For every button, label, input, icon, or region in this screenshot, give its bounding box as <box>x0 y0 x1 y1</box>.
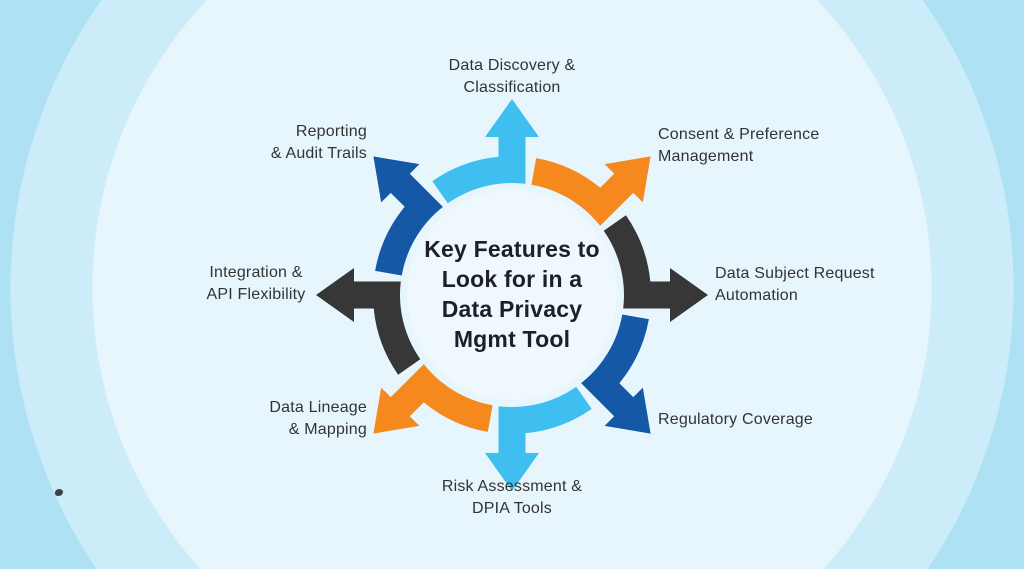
arrow-top-right <box>531 156 651 226</box>
feature-label-data-lineage: Data Lineage & Mapping <box>147 397 367 441</box>
feature-label-data-subject-request: Data Subject Request Automation <box>715 263 975 307</box>
feature-label-data-discovery: Data Discovery & Classification <box>362 55 662 99</box>
label-line: & Audit Trails <box>270 145 367 162</box>
label-line: Reporting <box>295 123 367 140</box>
title-line: Data Privacy <box>441 296 583 322</box>
label-line: Risk Assessment & <box>441 478 583 495</box>
label-line: Data Subject Request <box>715 265 875 282</box>
arrow-bottom-right <box>581 314 651 434</box>
feature-label-reporting-audit: Reporting & Audit Trails <box>147 121 367 165</box>
label-line: DPIA Tools <box>472 500 552 517</box>
ink-speck <box>55 489 63 496</box>
title-line: Mgmt Tool <box>453 326 571 352</box>
label-line: Consent & Preference <box>658 126 820 143</box>
label-line: Data Discovery & <box>448 57 576 74</box>
feature-label-risk-assessment: Risk Assessment & DPIA Tools <box>362 476 662 520</box>
label-line: Integration & <box>209 264 303 281</box>
label-line: Automation <box>715 287 798 304</box>
arrow-bottom-left <box>373 364 493 434</box>
label-line: Regulatory Coverage <box>658 411 813 428</box>
arrow-left <box>316 268 421 375</box>
arrow-bottom <box>485 386 592 491</box>
feature-label-regulatory-coverage: Regulatory Coverage <box>658 409 918 431</box>
feature-label-consent-preference: Consent & Preference Management <box>658 124 918 168</box>
center-circle <box>407 190 617 400</box>
title-line: Look for in a <box>441 266 583 292</box>
label-line: & Mapping <box>288 421 367 438</box>
arrow-top <box>432 99 539 204</box>
diagram-title: Key Features to Look for in a Data Priva… <box>362 234 662 354</box>
label-line: Classification <box>463 79 561 96</box>
title-line: Key Features to <box>424 236 600 262</box>
feature-label-integration-api: Integration & API Flexibility <box>146 262 366 306</box>
arrow-right <box>603 215 708 322</box>
label-line: API Flexibility <box>206 286 306 303</box>
label-line: Data Lineage <box>269 399 367 416</box>
arrow-top-left <box>373 156 443 276</box>
label-line: Management <box>658 148 754 165</box>
